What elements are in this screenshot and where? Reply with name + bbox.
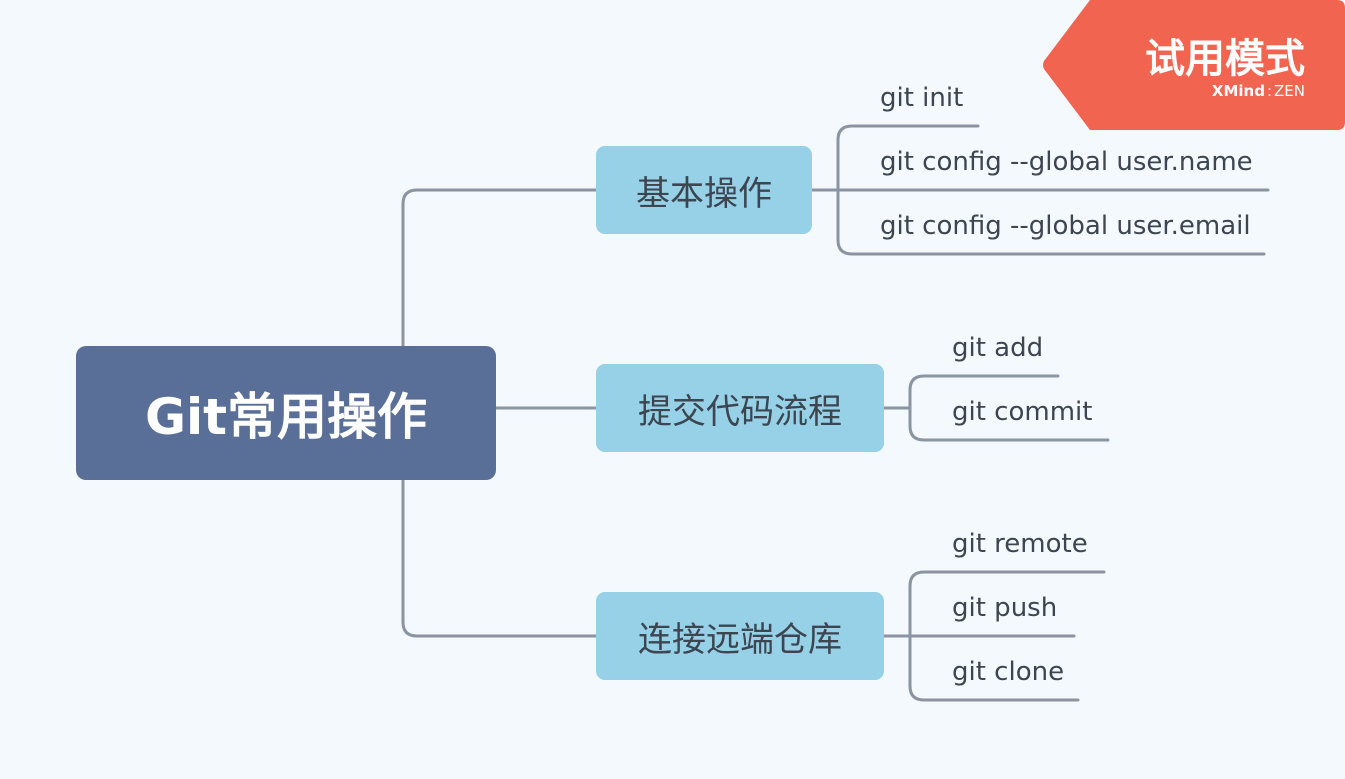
watermark-badge-shape xyxy=(1043,0,1345,130)
root-to-branch-2-line xyxy=(401,478,598,638)
leaf-topic-git-config-email[interactable]: git config --global user.email xyxy=(880,211,1251,241)
branch-topic-basic-operations[interactable]: 基本操作 xyxy=(596,146,812,234)
watermark-brand: XMind xyxy=(1211,82,1265,100)
leaf-topic-git-init[interactable]: git init xyxy=(880,83,964,113)
branch-1-leaf-lines xyxy=(908,374,1110,442)
trial-mode-watermark: 试用模式 XMind:ZEN xyxy=(1042,0,1345,130)
root-topic[interactable]: Git常用操作 xyxy=(76,346,496,480)
watermark-brand-line: XMind:ZEN xyxy=(1212,82,1305,100)
leaf-topic-git-commit[interactable]: git commit xyxy=(952,397,1093,427)
branch-topic-label: 连接远端仓库 xyxy=(638,619,842,660)
leaf-topic-git-clone[interactable]: git clone xyxy=(952,657,1065,687)
branch-topic-remote-repo[interactable]: 连接远端仓库 xyxy=(596,592,884,680)
watermark-edition: ZEN xyxy=(1274,82,1305,100)
branch-topic-commit-flow[interactable]: 提交代码流程 xyxy=(596,364,884,452)
leaf-topic-git-push[interactable]: git push xyxy=(952,593,1058,623)
leaf-topic-git-remote[interactable]: git remote xyxy=(952,529,1088,559)
root-to-branch-0-line xyxy=(401,188,598,348)
root-topic-label: Git常用操作 xyxy=(144,388,428,446)
leaf-topic-git-add[interactable]: git add xyxy=(952,333,1044,363)
watermark-separator: : xyxy=(1266,82,1273,100)
branch-topic-label: 基本操作 xyxy=(636,173,772,214)
leaf-topic-git-config-name[interactable]: git config --global user.name xyxy=(880,147,1253,177)
branch-topic-label: 提交代码流程 xyxy=(638,391,842,432)
watermark-title: 试用模式 xyxy=(1145,36,1305,82)
